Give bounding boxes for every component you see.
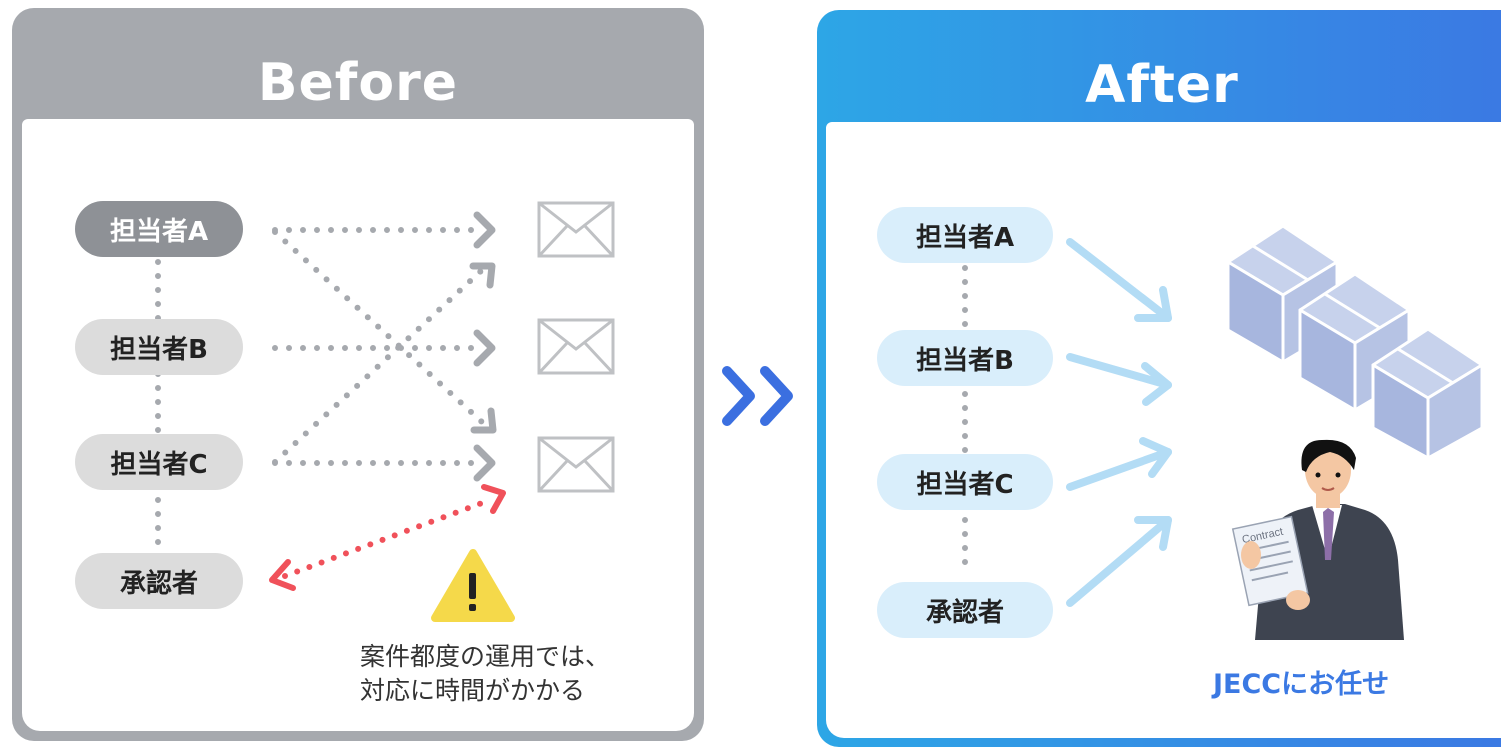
before-arrowheads	[469, 211, 497, 482]
cardboard-box-icon	[1226, 224, 1339, 364]
role-pill-staff-c: 担当者C	[75, 434, 243, 490]
after-title: After	[1085, 55, 1239, 115]
role-pill-staff-b: 担当者B	[75, 319, 243, 375]
role-pill-staff-b: 担当者B	[877, 330, 1053, 386]
envelope-icon	[537, 318, 615, 375]
double-chevron-right-icon	[722, 366, 793, 426]
before-note-line-2: 対応に時間がかかる	[360, 676, 586, 705]
businessman-with-contract-icon: Contract	[1231, 439, 1404, 640]
before-note: 案件都度の運用では、 対応に時間がかかる	[360, 640, 660, 708]
after-caption: JECCにお任せ	[1213, 669, 1390, 700]
envelope-icon	[537, 201, 615, 258]
envelope-icon	[537, 436, 615, 493]
alert-double-arrow	[269, 484, 506, 591]
role-pill-staff-a: 担当者A	[75, 201, 243, 257]
warning-triangle-icon	[431, 549, 515, 622]
cardboard-box-icon	[1298, 272, 1411, 412]
before-dotted-arrows	[272, 227, 485, 466]
before-title: Before	[257, 53, 459, 113]
role-pill-approver: 承認者	[877, 582, 1053, 638]
role-pill-staff-c: 担当者C	[877, 454, 1053, 510]
cardboard-box-icon	[1371, 327, 1484, 460]
role-pill-approver: 承認者	[75, 553, 243, 609]
role-pill-staff-a: 担当者A	[877, 207, 1053, 263]
after-arrows	[1066, 238, 1172, 607]
before-note-line-1: 案件都度の運用では、	[360, 642, 611, 671]
